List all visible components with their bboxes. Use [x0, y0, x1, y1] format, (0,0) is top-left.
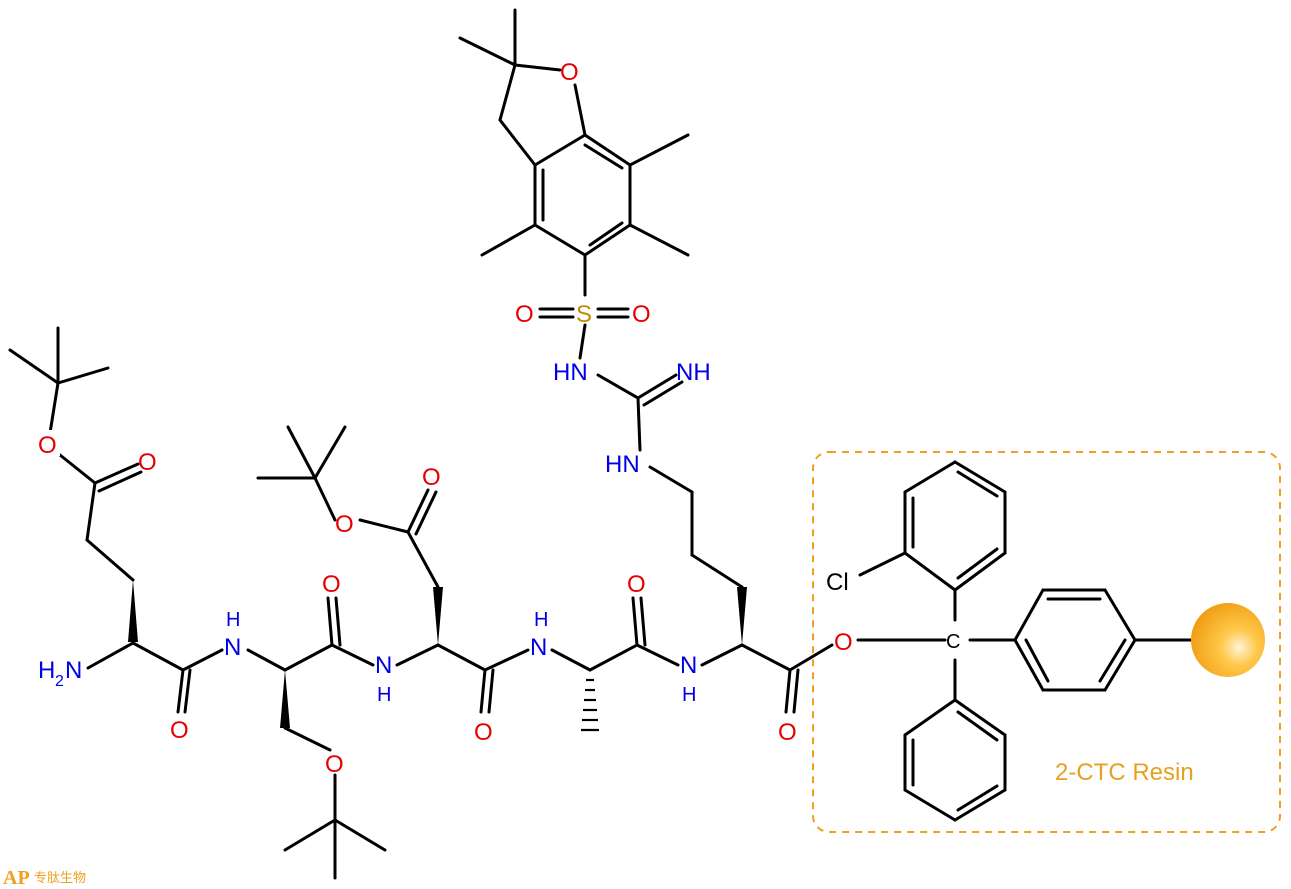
atom-label-h: H — [377, 684, 391, 706]
resin-label: 2-CTC Resin — [1055, 759, 1194, 786]
atom-label-n: N — [530, 634, 547, 661]
atom-label-o: O — [322, 571, 341, 598]
atom-label-hn: HN — [553, 359, 588, 386]
atom-label-o: O — [474, 719, 493, 746]
pbf-group — [458, 8, 690, 257]
resin-bead — [1191, 603, 1265, 677]
atom-label-o: O — [632, 301, 651, 328]
atom-label-h: H — [534, 609, 548, 631]
ala-residue — [550, 596, 680, 732]
atom-label-hn: HN — [605, 451, 640, 478]
watermark: AP 专肽生物 — [3, 867, 86, 889]
atom-label-c: C — [946, 631, 960, 653]
atom-label-o: O — [778, 719, 797, 746]
atom-label-o: O — [515, 301, 534, 328]
atom-label-n: N — [65, 657, 82, 684]
atom-label-cl: Cl — [826, 569, 849, 596]
atom-label-subscript: 2 — [55, 673, 64, 690]
atom-label-o: O — [834, 629, 853, 656]
atom-labels: O O H 2 N H N O O O N H O O O H N O N H … — [38, 59, 1194, 786]
atom-label-s: S — [576, 301, 592, 328]
glu-residue — [8, 326, 224, 714]
atom-label-o: O — [422, 464, 441, 491]
atom-label-n: N — [224, 634, 241, 661]
atom-label-n: N — [680, 652, 697, 679]
atom-label-nh: NH — [676, 359, 711, 386]
atom-label-n: N — [375, 652, 392, 679]
atom-label-o: O — [560, 59, 579, 86]
atom-label-h: H — [38, 657, 55, 684]
atom-label-o: O — [335, 511, 354, 538]
watermark-chinese: 专肽生物 — [34, 871, 86, 886]
arg-residue — [538, 253, 834, 714]
atom-label-o: O — [170, 717, 189, 744]
atom-label-h: H — [226, 609, 240, 631]
atom-label-h: H — [682, 684, 696, 706]
ctc-resin-group — [812, 451, 1281, 833]
atom-label-o: O — [138, 449, 157, 476]
watermark-brand: AP — [3, 867, 30, 889]
atom-label-o: O — [627, 571, 646, 598]
atom-label-o: O — [38, 432, 57, 459]
asp-residue — [256, 425, 530, 714]
atom-label-o: O — [325, 751, 344, 778]
ser-residue — [246, 596, 387, 880]
